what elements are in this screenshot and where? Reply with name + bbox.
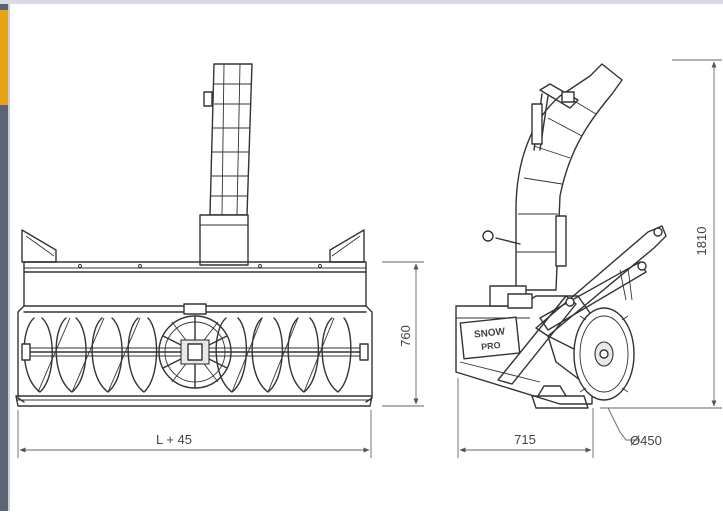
height-760-label: 760	[398, 325, 413, 347]
depth-label: 715	[514, 432, 536, 447]
side-housing: SNOW PRO	[455, 285, 593, 409]
top-edge	[0, 0, 723, 4]
wheel-diameter-label: Ø450	[630, 433, 662, 448]
wheel-diameter-callout: Ø450	[607, 407, 662, 448]
width-dimension: L + 45	[17, 410, 372, 458]
total-height-label: 1810	[694, 227, 709, 256]
height-760-dimension: 760	[382, 261, 424, 407]
front-housing	[15, 229, 373, 407]
side-view: SNOW PRO	[455, 63, 667, 409]
side-wheel	[573, 307, 635, 401]
front-auger	[21, 303, 369, 393]
front-view	[15, 63, 373, 407]
side-hitch-frame	[497, 225, 667, 387]
depth-dimension: 715	[457, 378, 594, 458]
left-edge-strip	[0, 0, 10, 511]
logo-text-bottom: PRO	[481, 340, 501, 352]
width-label: L + 45	[156, 432, 192, 447]
total-height-dimension: 1810	[600, 59, 722, 409]
logo-text-top: SNOW	[473, 326, 506, 340]
front-discharge-chute	[199, 63, 253, 266]
side-discharge-chute	[482, 63, 623, 291]
